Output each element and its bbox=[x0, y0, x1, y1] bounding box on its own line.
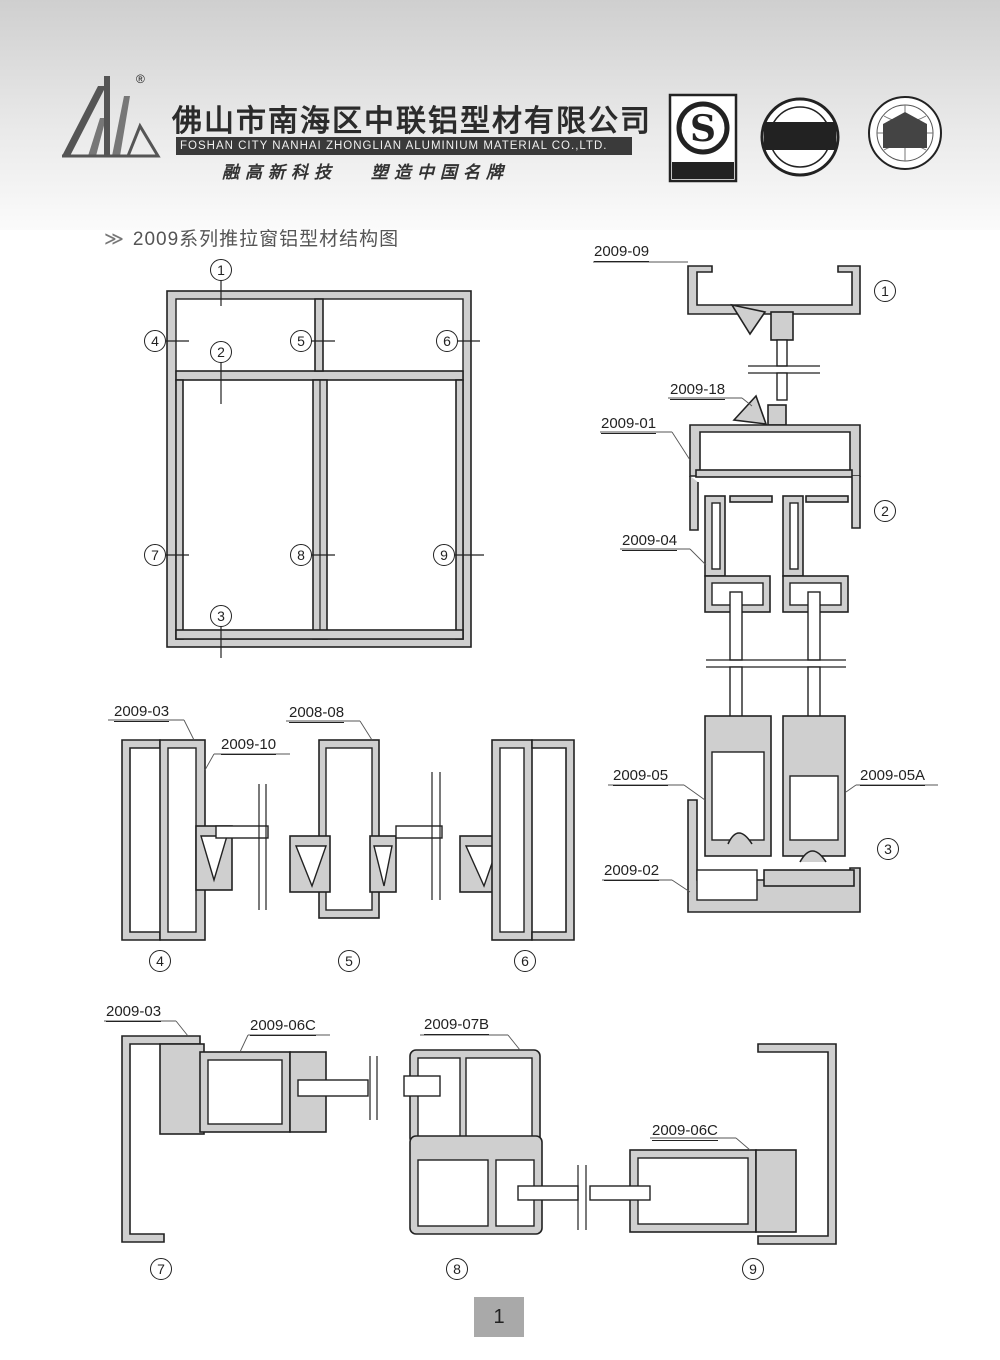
label-2009-09: 2009-09 bbox=[594, 243, 650, 262]
elevation-marker-4: 4 bbox=[144, 330, 166, 352]
elevation-marker-5: 5 bbox=[290, 330, 312, 352]
elevation-marker-9: 9 bbox=[433, 544, 455, 566]
elevation-marker-8: 8 bbox=[290, 544, 312, 566]
svg-text:S: S bbox=[690, 108, 716, 150]
header-band bbox=[0, 0, 1000, 230]
slogan: 融高新科技 塑造中国名牌 bbox=[222, 158, 543, 183]
section-marker-1: 1 bbox=[874, 280, 896, 302]
cqm-badge-icon bbox=[760, 97, 840, 177]
elevation-marker-1: 1 bbox=[210, 259, 232, 281]
page-number: 1 bbox=[474, 1297, 524, 1337]
elevation-marker-6: 6 bbox=[436, 330, 458, 352]
label-2009-07b: 2009-07B bbox=[424, 1016, 490, 1035]
slogan-part-1: 融高新科技 bbox=[222, 163, 337, 183]
window-elevation bbox=[166, 280, 484, 658]
page-title-text: 2009系列推拉窗铝型材结构图 bbox=[132, 229, 400, 250]
elevation-marker-7: 7 bbox=[144, 544, 166, 566]
slogan-part-2: 塑造中国名牌 bbox=[371, 163, 509, 183]
company-name-cn: 佛山市南海区中联铝型材有限公司 bbox=[172, 104, 652, 139]
section-marker-2: 2 bbox=[874, 500, 896, 522]
section-marker-4: 4 bbox=[149, 950, 171, 972]
section-marker-6: 6 bbox=[514, 950, 536, 972]
horizontal-section-upper bbox=[108, 719, 575, 941]
page-title: ≫ 2009系列推拉窗铝型材结构图 bbox=[104, 224, 399, 251]
label-2009-03-upper: 2009-03 bbox=[114, 703, 170, 722]
label-2009-06c-left: 2009-06C bbox=[250, 1017, 316, 1036]
section-marker-5: 5 bbox=[338, 950, 360, 972]
elevation-marker-3: 3 bbox=[210, 605, 232, 627]
label-2009-04: 2009-04 bbox=[622, 532, 678, 551]
horizontal-section-lower bbox=[104, 1020, 837, 1245]
company-logo bbox=[62, 76, 161, 158]
registered-mark: ® bbox=[136, 72, 145, 86]
label-2009-03-lower: 2009-03 bbox=[106, 1003, 162, 1022]
label-2009-18: 2009-18 bbox=[670, 381, 726, 400]
label-2009-05a: 2009-05A bbox=[860, 767, 926, 786]
label-2009-01: 2009-01 bbox=[601, 415, 657, 434]
asc-badge-icon bbox=[868, 96, 942, 170]
vertical-section bbox=[593, 261, 938, 913]
qs-badge-icon: S bbox=[668, 93, 738, 183]
section-marker-3: 3 bbox=[877, 838, 899, 860]
section-marker-7: 7 bbox=[150, 1258, 172, 1280]
label-2009-06c-right: 2009-06C bbox=[652, 1122, 718, 1141]
label-2009-02: 2009-02 bbox=[604, 862, 660, 881]
section-marker-9: 9 bbox=[742, 1258, 764, 1280]
section-marker-8: 8 bbox=[446, 1258, 468, 1280]
elevation-marker-2: 2 bbox=[210, 341, 232, 363]
label-2008-08: 2008-08 bbox=[289, 704, 345, 723]
label-2009-10: 2009-10 bbox=[221, 736, 277, 755]
company-name-en: FOSHAN CITY NANHAI ZHONGLIAN ALUMINIUM M… bbox=[176, 137, 632, 155]
label-2009-05: 2009-05 bbox=[613, 767, 669, 786]
title-arrow-icon: ≫ bbox=[104, 229, 125, 250]
